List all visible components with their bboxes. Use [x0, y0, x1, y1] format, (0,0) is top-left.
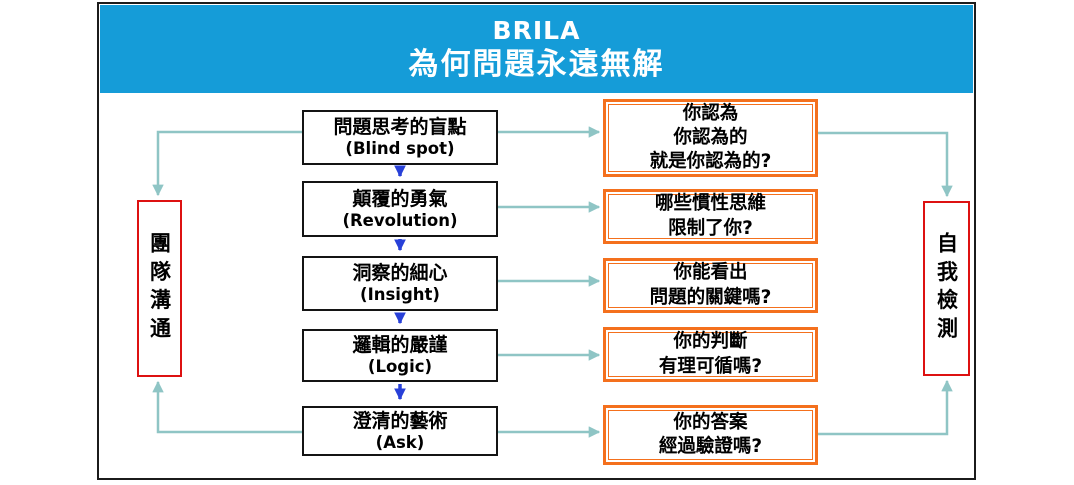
- header-brand: BRILA: [492, 15, 581, 45]
- team-communication-panel: 團隊溝通: [137, 200, 182, 377]
- question-box-3: 你能看出 問題的關鍵嗎?: [603, 258, 818, 313]
- team-communication-label: 團隊溝通: [147, 231, 172, 346]
- question-line: 就是你認為的?: [649, 151, 772, 173]
- step-zh-label: 澄清的藝術: [352, 409, 448, 432]
- step-en-label: (Revolution): [342, 210, 458, 230]
- step-en-label: (Blind spot): [345, 139, 455, 158]
- question-line: 有理可循嗎?: [658, 355, 763, 377]
- step-zh-label: 顛覆的勇氣: [352, 187, 448, 210]
- step-zh-label: 洞察的細心: [352, 262, 448, 285]
- question-line: 限制了你?: [668, 217, 753, 239]
- self-check-panel: 自我檢測: [923, 201, 970, 376]
- question-line: 哪些慣性思維: [654, 193, 766, 215]
- question-line: 你認為: [682, 102, 739, 124]
- question-box-4-inner: 你的判斷 有理可循嗎?: [608, 331, 813, 377]
- question-box-1-inner: 你認為 你認為的 就是你認為的?: [608, 102, 813, 173]
- question-box-1: 你認為 你認為的 就是你認為的?: [603, 99, 818, 177]
- step-box-insight: 洞察的細心 (Insight): [302, 256, 498, 311]
- question-box-5: 你的答案 經過驗證嗎?: [603, 405, 818, 465]
- question-line: 你的判斷: [673, 331, 748, 353]
- question-box-4: 你的判斷 有理可循嗎?: [603, 327, 818, 382]
- question-line: 經過驗證嗎?: [658, 436, 763, 457]
- question-box-3-inner: 你能看出 問題的關鍵嗎?: [608, 262, 813, 308]
- question-line: 你能看出: [673, 262, 748, 284]
- step-zh-label: 問題思考的盲點: [333, 116, 467, 139]
- slide-header: BRILA 為何問題永遠無解: [100, 5, 973, 93]
- step-en-label: (Ask): [375, 432, 425, 452]
- step-zh-label: 邏輯的嚴謹: [352, 334, 448, 357]
- step-box-blind-spot: 問題思考的盲點 (Blind spot): [302, 110, 498, 165]
- question-line: 你的答案: [673, 411, 748, 433]
- question-line: 你認為的: [673, 126, 748, 148]
- step-en-label: (Logic): [367, 357, 433, 376]
- step-box-logic: 邏輯的嚴謹 (Logic): [302, 329, 498, 382]
- self-check-label: 自我檢測: [934, 231, 959, 346]
- question-line: 問題的關鍵嗎?: [649, 286, 772, 308]
- question-box-5-inner: 你的答案 經過驗證嗎?: [608, 410, 813, 460]
- question-box-2: 哪些慣性思維 限制了你?: [603, 189, 818, 244]
- step-box-revolution: 顛覆的勇氣 (Revolution): [302, 181, 498, 237]
- step-box-ask: 澄清的藝術 (Ask): [302, 406, 498, 456]
- page-title: 為何問題永遠無解: [408, 46, 665, 82]
- question-box-2-inner: 哪些慣性思維 限制了你?: [608, 193, 813, 239]
- step-en-label: (Insight): [360, 285, 440, 304]
